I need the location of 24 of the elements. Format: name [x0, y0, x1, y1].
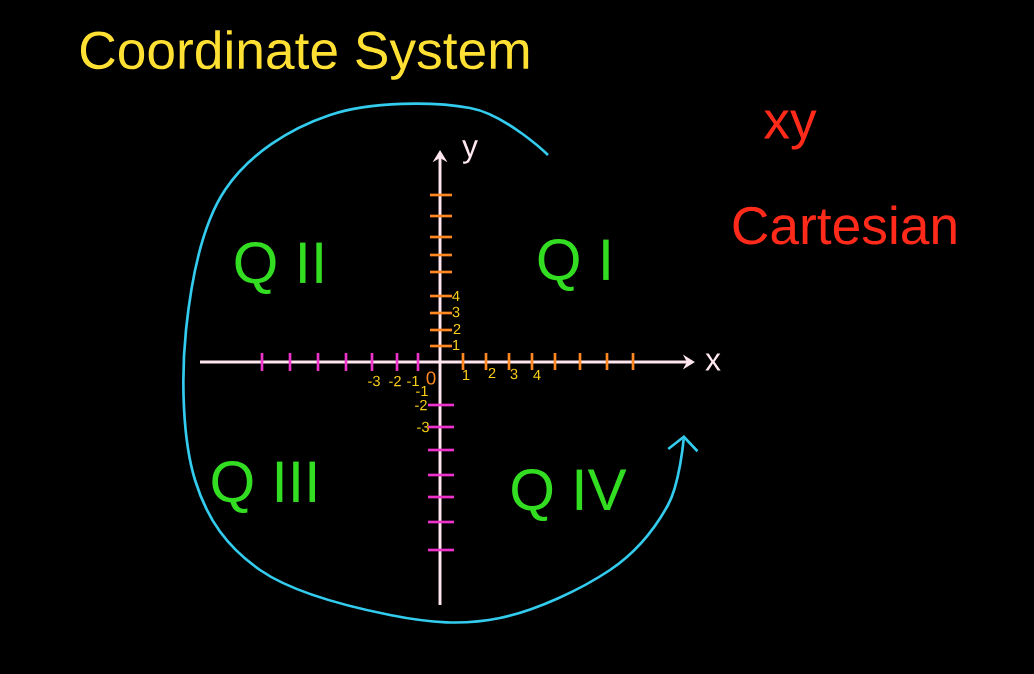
- tick-label: -2: [415, 399, 427, 411]
- axis-label: x: [705, 353, 721, 371]
- tick-label: 0: [426, 371, 436, 385]
- tick-label: -3: [368, 375, 380, 387]
- axis-label: y: [462, 140, 478, 164]
- tick-label: 3: [510, 368, 518, 380]
- tick-label: 1: [463, 369, 470, 381]
- tick-label: -2: [389, 375, 401, 387]
- tick-label: -1: [407, 375, 419, 387]
- quadrant-label: Q III: [212, 461, 315, 514]
- annotation: xy: [763, 110, 817, 150]
- title: Coordinate System: [80, 30, 529, 80]
- tick-label: -3: [417, 421, 429, 433]
- tick-label: 4: [452, 290, 460, 302]
- tick-label: 2: [453, 323, 461, 335]
- quadrant-label: Q I: [538, 239, 609, 291]
- tick-label: 2: [488, 367, 496, 379]
- quadrant-label: Q IV: [512, 469, 627, 522]
- annotation: Cartesian: [733, 205, 956, 245]
- tick-label: -1: [416, 385, 428, 397]
- tick-label: 4: [533, 369, 541, 381]
- quadrant-label: Q II: [235, 242, 322, 294]
- tick-label: 3: [452, 306, 460, 318]
- tick-label: 1: [453, 339, 460, 351]
